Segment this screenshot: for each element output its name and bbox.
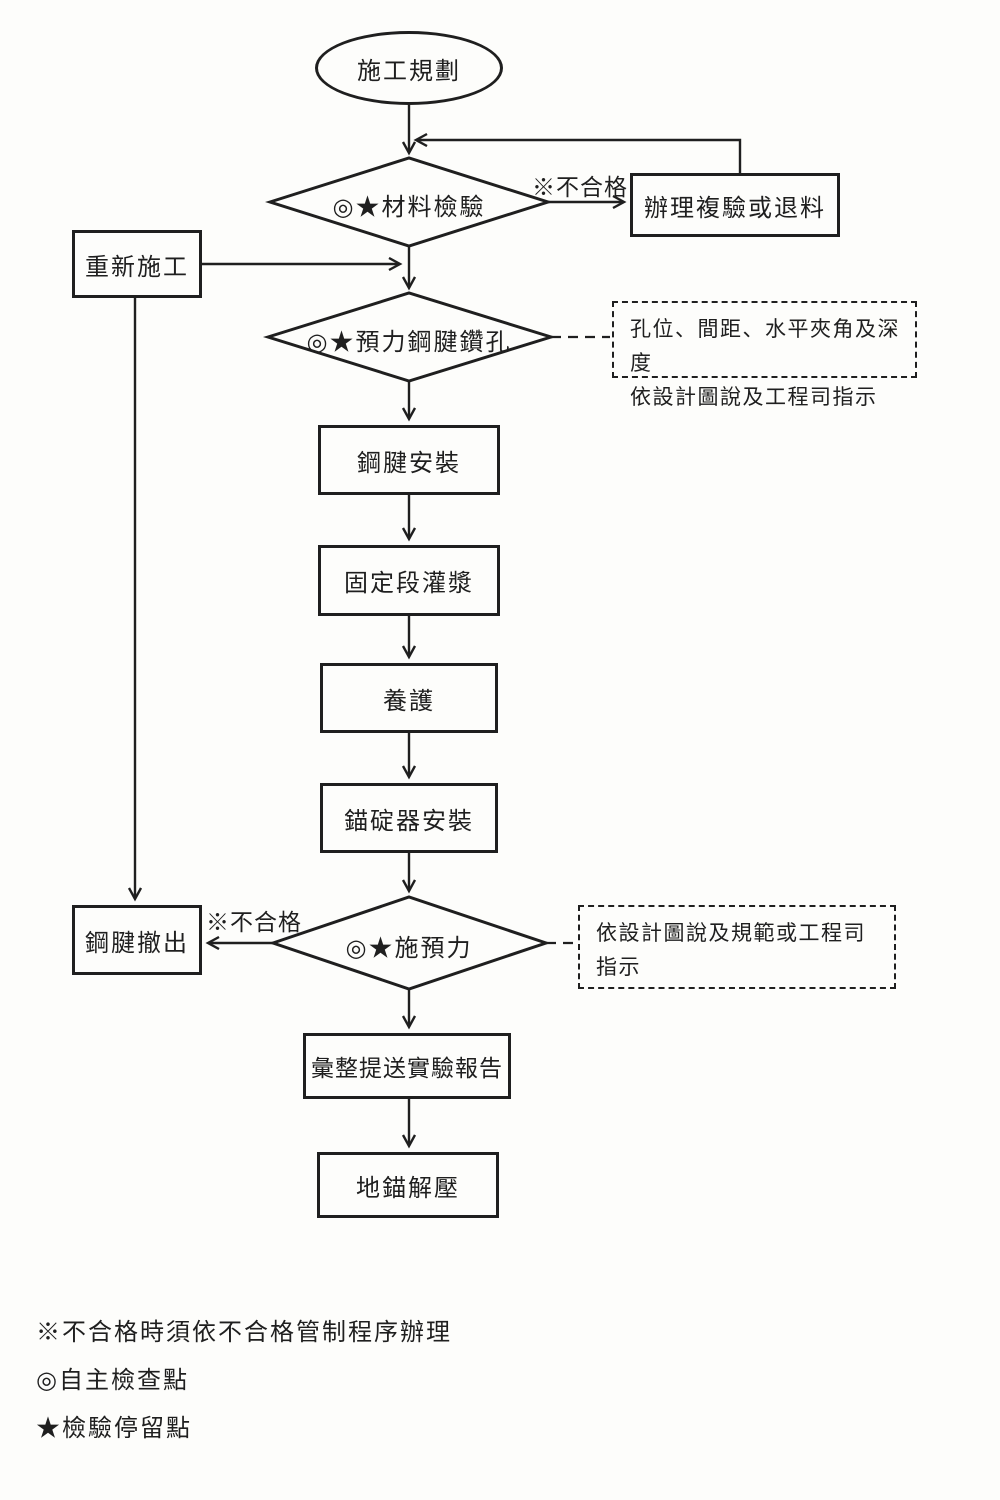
prestress-note-line1: 依設計圖說及規範或工程司 xyxy=(596,921,866,945)
fixed-segment-grouting-node: 固定段灌漿 xyxy=(318,545,500,616)
curing-label: 養護 xyxy=(383,688,435,715)
handle-reinspection-node: 辦理複驗或退料 xyxy=(630,173,840,237)
anchor-release-node: 地錨解壓 xyxy=(317,1152,499,1218)
tendon-installation-label: 鋼腱安裝 xyxy=(357,450,461,477)
material-fail-label: ※不合格 xyxy=(532,175,628,200)
anchorage-installation-label: 錨碇器安裝 xyxy=(344,808,474,835)
prestress-note-line2: 指示 xyxy=(596,955,641,979)
tendon-removal-node: 鋼腱撤出 xyxy=(72,905,202,975)
edge-reinspection-feedback xyxy=(416,140,742,173)
rework-label: 重新施工 xyxy=(85,254,189,281)
anchor-release-label: 地錨解壓 xyxy=(356,1175,460,1202)
material-inspection-label: ◎★材料檢驗 xyxy=(332,195,486,221)
anchorage-installation-node: 錨碇器安裝 xyxy=(320,783,498,853)
compile-test-report-node: 彙整提送實驗報告 xyxy=(303,1033,511,1099)
start-node: 施工規劃 xyxy=(315,31,503,105)
rework-node: 重新施工 xyxy=(72,230,202,298)
legend-hold-point: ★檢驗停留點 xyxy=(36,1416,192,1442)
drilling-note-line1: 孔位、間距、水平夾角及深度 xyxy=(630,317,900,375)
tendon-drilling-diamond xyxy=(262,291,557,383)
apply-prestress-label: ◎★施預力 xyxy=(345,936,473,962)
handle-reinspection-label: 辦理複驗或退料 xyxy=(644,195,826,222)
drilling-note: 孔位、間距、水平夾角及深度 依設計圖說及工程司指示 xyxy=(612,301,917,409)
legend-fail-rule: ※不合格時須依不合格管制程序辦理 xyxy=(36,1320,452,1346)
tendon-removal-label: 鋼腱撤出 xyxy=(85,930,189,957)
material-inspection-diamond xyxy=(265,156,553,248)
apply-prestress-diamond xyxy=(268,895,551,991)
drilling-note-line2: 依設計圖說及工程司指示 xyxy=(630,385,878,409)
prestress-fail-label: ※不合格 xyxy=(206,910,302,935)
compile-test-report-label: 彙整提送實驗報告 xyxy=(311,1056,503,1081)
prestress-note: 依設計圖說及規範或工程司 指示 xyxy=(578,905,896,989)
fixed-segment-grouting-label: 固定段灌漿 xyxy=(344,571,474,597)
legend-self-check-point: ◎自主檢查點 xyxy=(36,1368,189,1394)
tendon-installation-node: 鋼腱安裝 xyxy=(318,425,500,495)
start-node-label: 施工規劃 xyxy=(357,58,461,85)
tendon-drilling-label: ◎★預力鋼腱鑽孔 xyxy=(306,330,512,356)
curing-node: 養護 xyxy=(320,663,498,733)
